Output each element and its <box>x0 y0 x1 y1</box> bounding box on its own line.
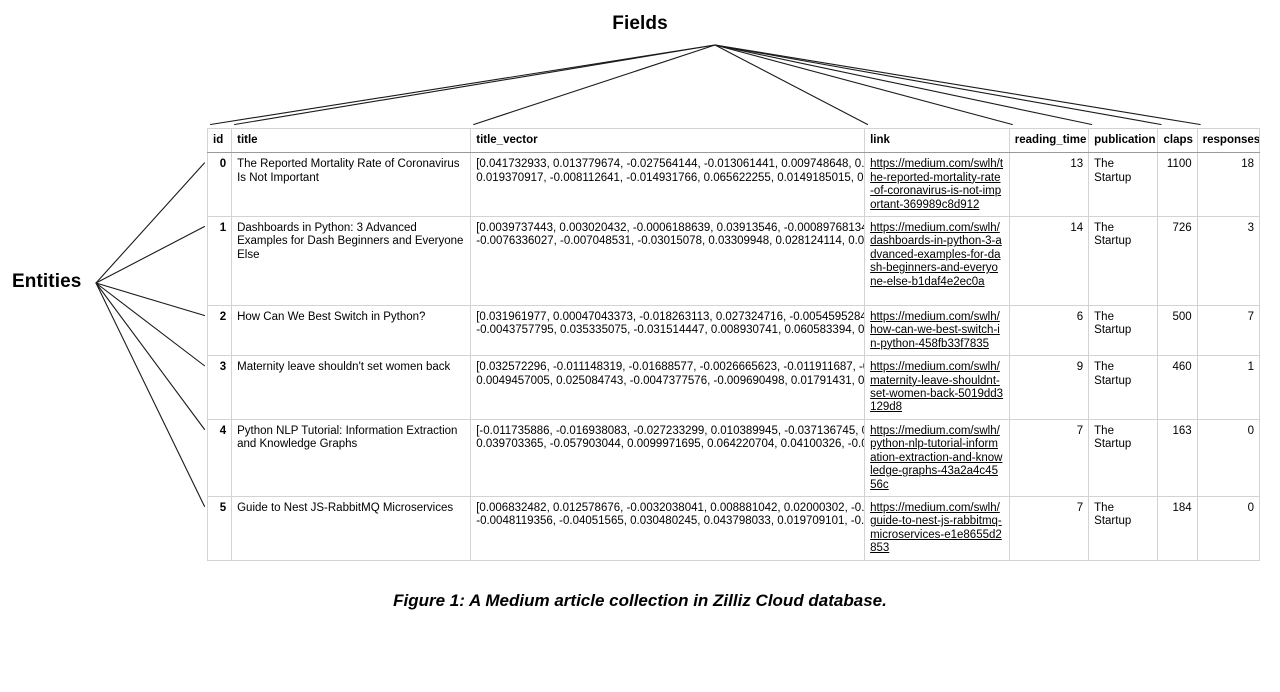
vector-line-2: 0.019370917, -0.008112641, -0.014931766,… <box>476 171 865 184</box>
vector-line-1: [0.0039737443, 0.003020432, -0.000618863… <box>476 222 865 235</box>
fields-label: Fields <box>612 13 668 34</box>
vector-line-2: 0.039703365, -0.057903044, 0.0099971695,… <box>476 438 865 451</box>
table-row: 0 The Reported Mortality Rate of Coronav… <box>206 152 1261 218</box>
cell-reading-time: 6 <box>1008 305 1090 357</box>
cell-claps: 460 <box>1157 355 1198 420</box>
cell-title: How Can We Best Switch in Python? <box>231 305 472 357</box>
cell-title: The Reported Mortality Rate of Coronavir… <box>231 152 472 218</box>
column-header-title-vector: title_vector <box>470 127 866 154</box>
column-header-title: title <box>231 127 472 154</box>
cell-id: 1 <box>206 216 233 307</box>
vector-line-2: -0.0048119356, -0.04051565, 0.030480245,… <box>476 515 865 528</box>
cell-id: 4 <box>206 418 233 497</box>
vector-line-1: [0.032572296, -0.011148319, -0.01688577,… <box>476 361 865 374</box>
cell-reading-time: 14 <box>1008 216 1090 307</box>
article-link[interactable]: https://medium.com/swlh/guide-to-nest-js… <box>870 501 1002 555</box>
cell-title-vector: [0.0039737443, 0.003020432, -0.000618863… <box>470 216 866 307</box>
cell-claps: 1100 <box>1157 152 1198 218</box>
figure-caption: Figure 1: A Medium article collection in… <box>393 591 887 610</box>
article-link[interactable]: https://medium.com/swlh/the-reported-mor… <box>870 158 1004 211</box>
cell-title: Maternity leave shouldn't set women back <box>231 355 472 420</box>
cell-responses: 7 <box>1196 305 1261 357</box>
cell-title: Guide to Nest JS-RabbitMQ Microservices <box>231 495 472 561</box>
cell-responses: 3 <box>1196 216 1261 307</box>
vector-line-2: -0.0043757795, 0.035335075, -0.031514447… <box>476 324 865 337</box>
cell-link[interactable]: https://medium.com/swlh/the-reported-mor… <box>864 152 1010 218</box>
cell-publication: The Startup <box>1088 495 1159 561</box>
cell-title-vector: [0.041732933, 0.013779674, -0.027564144,… <box>470 152 866 218</box>
cell-title-vector: [-0.011735886, -0.016938083, -0.02723329… <box>470 418 866 497</box>
cell-responses: 1 <box>1196 355 1261 420</box>
column-header-publication: publication <box>1088 127 1159 154</box>
cell-claps: 163 <box>1157 418 1198 497</box>
cell-publication: The Startup <box>1088 355 1159 420</box>
cell-publication: The Startup <box>1088 152 1159 218</box>
cell-title-vector: [0.032572296, -0.011148319, -0.01688577,… <box>470 355 866 420</box>
table-row: 5 Guide to Nest JS-RabbitMQ Microservice… <box>206 495 1261 561</box>
vector-line-1: [0.006832482, 0.012578676, -0.0032038041… <box>476 501 865 514</box>
table-body: 0 The Reported Mortality Rate of Coronav… <box>206 152 1261 561</box>
column-header-id: id <box>206 127 233 154</box>
cell-reading-time: 13 <box>1008 152 1090 218</box>
table-row: 1 Dashboards in Python: 3 Advanced Examp… <box>206 216 1261 307</box>
cell-responses: 0 <box>1196 495 1261 561</box>
article-link[interactable]: https://medium.com/swlh/how-can-we-best-… <box>870 311 1000 350</box>
cell-publication: The Startup <box>1088 418 1159 497</box>
vector-line-1: [0.031961977, 0.00047043373, -0.01826311… <box>476 311 865 324</box>
vector-line-2: -0.0076336027, -0.007048531, -0.03015078… <box>476 235 865 248</box>
vector-line-1: [0.041732933, 0.013779674, -0.027564144,… <box>476 158 865 171</box>
cell-claps: 184 <box>1157 495 1198 561</box>
collection-table: id title title_vector link reading_time … <box>206 127 1261 561</box>
cell-publication: The Startup <box>1088 216 1159 307</box>
cell-link[interactable]: https://medium.com/swlh/python-nlp-tutor… <box>864 418 1010 497</box>
column-header-claps: claps <box>1157 127 1198 154</box>
cell-id: 2 <box>206 305 233 357</box>
cell-responses: 0 <box>1196 418 1261 497</box>
entities-label: Entities <box>12 271 82 292</box>
column-header-responses: responses <box>1196 127 1261 154</box>
table-header: id title title_vector link reading_time … <box>206 127 1261 154</box>
article-link[interactable]: https://medium.com/swlh/dashboards-in-py… <box>870 222 1002 288</box>
cell-reading-time: 7 <box>1008 418 1090 497</box>
cell-claps: 500 <box>1157 305 1198 357</box>
cell-title-vector: [0.031961977, 0.00047043373, -0.01826311… <box>470 305 866 357</box>
column-header-link: link <box>864 127 1010 154</box>
article-link[interactable]: https://medium.com/swlh/python-nlp-tutor… <box>870 424 1003 491</box>
cell-reading-time: 7 <box>1008 495 1090 561</box>
column-header-reading-time: reading_time <box>1008 127 1090 154</box>
table-row: 3 Maternity leave shouldn't set women ba… <box>206 355 1261 420</box>
cell-reading-time: 9 <box>1008 355 1090 420</box>
cell-title: Python NLP Tutorial: Information Extract… <box>231 418 472 497</box>
collection-table-wrapper: id title title_vector link reading_time … <box>206 127 1261 561</box>
cell-claps: 726 <box>1157 216 1198 307</box>
cell-title-vector: [0.006832482, 0.012578676, -0.0032038041… <box>470 495 866 561</box>
cell-link[interactable]: https://medium.com/swlh/dashboards-in-py… <box>864 216 1010 307</box>
table-row: 4 Python NLP Tutorial: Information Extra… <box>206 418 1261 497</box>
cell-id: 0 <box>206 152 233 218</box>
table-row: 2 How Can We Best Switch in Python? [0.0… <box>206 305 1261 357</box>
cell-link[interactable]: https://medium.com/swlh/maternity-leave-… <box>864 355 1010 420</box>
cell-id: 5 <box>206 495 233 561</box>
vector-line-2: 0.0049457005, 0.025084743, -0.0047377576… <box>476 374 865 387</box>
cell-responses: 18 <box>1196 152 1261 218</box>
cell-link[interactable]: https://medium.com/swlh/guide-to-nest-js… <box>864 495 1010 561</box>
vector-line-1: [-0.011735886, -0.016938083, -0.02723329… <box>476 424 865 437</box>
table-header-row: id title title_vector link reading_time … <box>206 127 1261 154</box>
cell-link[interactable]: https://medium.com/swlh/how-can-we-best-… <box>864 305 1010 357</box>
article-link[interactable]: https://medium.com/swlh/maternity-leave-… <box>870 361 1004 414</box>
cell-title: Dashboards in Python: 3 Advanced Example… <box>231 216 472 307</box>
cell-id: 3 <box>206 355 233 420</box>
cell-publication: The Startup <box>1088 305 1159 357</box>
